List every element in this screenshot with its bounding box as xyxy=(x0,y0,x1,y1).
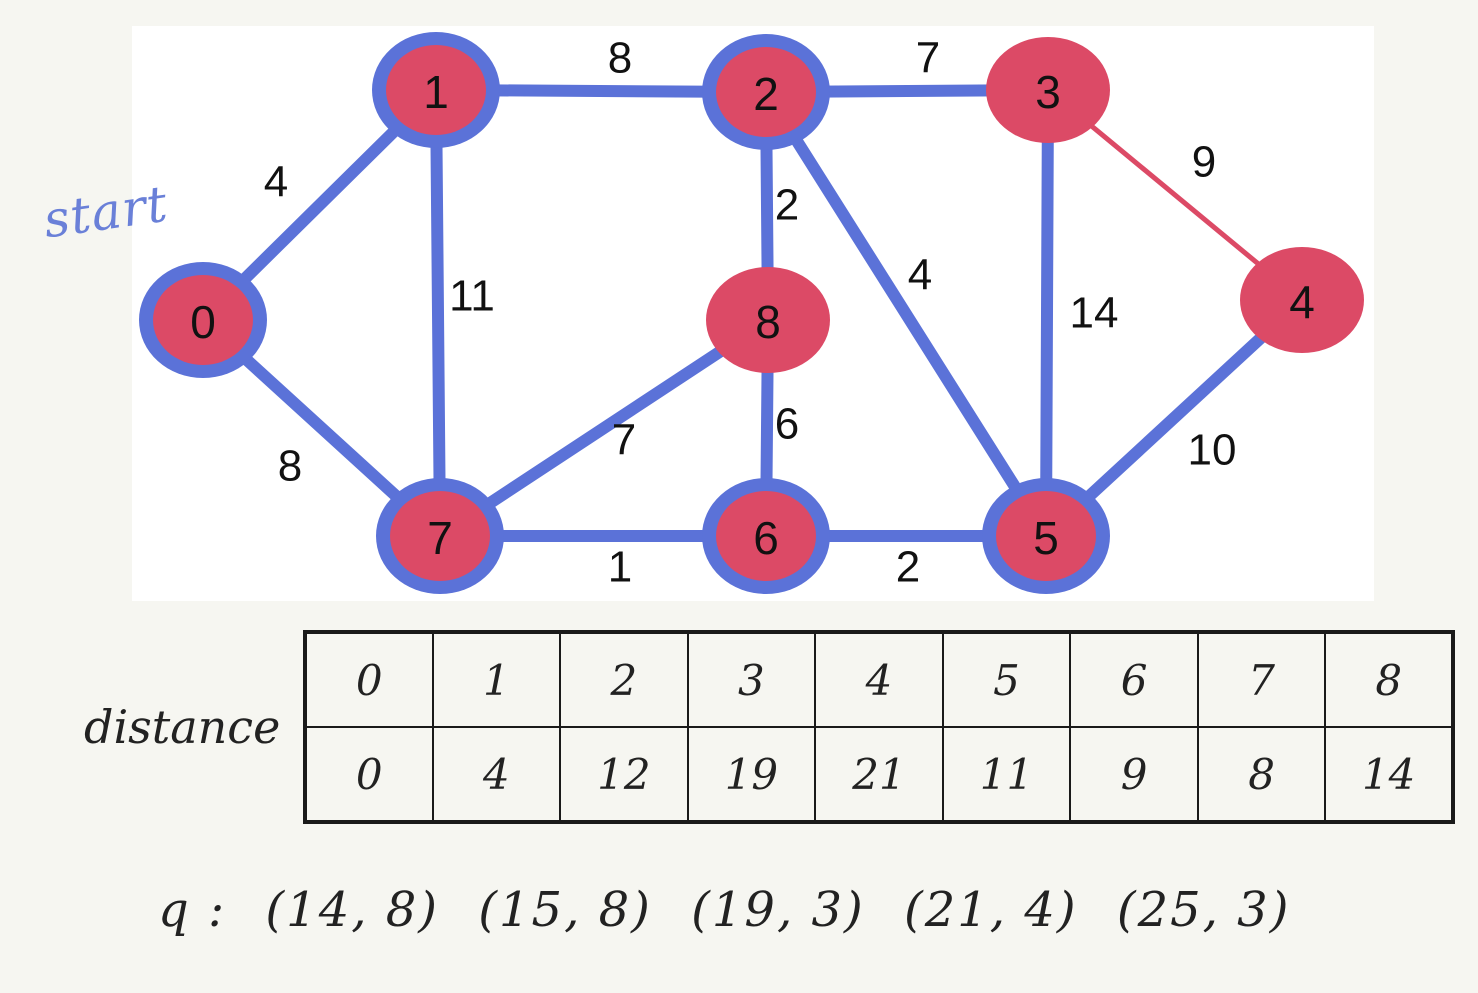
table-header-cell: 0 xyxy=(304,631,434,728)
queue-item: (15, 8) xyxy=(478,882,652,938)
table-header-cell: 5 xyxy=(941,631,1072,728)
table-value-row: 0 4 12 19 21 11 9 8 14 xyxy=(304,726,1454,823)
table-header-row: 0 1 2 3 4 5 6 7 8 xyxy=(304,631,1454,728)
distance-row-label: distance xyxy=(84,700,281,754)
edge-weight-n8-n6: 6 xyxy=(775,400,799,449)
edge-weight-n1-n7: 11 xyxy=(449,272,495,321)
nodes-layer: 0 1 2 3 4 5 6 7 8 xyxy=(139,32,1364,594)
distance-value-cell: 9 xyxy=(1069,726,1199,823)
distance-value-cell: 14 xyxy=(1324,726,1454,823)
table-header-cell: 6 xyxy=(1069,631,1199,728)
node-circle xyxy=(996,491,1096,581)
node-circle xyxy=(706,267,830,373)
node-label: 0 xyxy=(190,296,216,348)
queue-item: (19, 3) xyxy=(691,882,865,938)
edge-weight-n2-n5: 4 xyxy=(908,251,932,300)
node-label: 3 xyxy=(1035,66,1061,118)
edge-weight-n3-n4: 9 xyxy=(1192,138,1216,187)
node-circle xyxy=(716,47,816,137)
distance-value-cell: 4 xyxy=(431,726,562,823)
node-1: 1 xyxy=(372,32,500,148)
node-7: 7 xyxy=(376,478,504,594)
node-2: 2 xyxy=(702,34,830,150)
node-label: 6 xyxy=(753,512,779,564)
edge-highlight-n3-n5 xyxy=(1040,84,1054,542)
weights-layer: 4 8 8 11 7 2 4 9 14 10 7 6 1 2 xyxy=(264,34,1237,592)
node-5: 5 xyxy=(982,478,1110,594)
node-label: 7 xyxy=(427,512,453,564)
node-label: 4 xyxy=(1289,276,1315,328)
queue-item: (14, 8) xyxy=(265,882,440,938)
table-header-cell: 1 xyxy=(431,631,562,728)
node-4: 4 xyxy=(1240,247,1364,353)
graph-diagram: 0 1 2 3 4 5 6 7 8 4 8 8 11 7 2 4 9 14 10 7 6 1 2 xyxy=(132,26,1374,601)
edge-highlight-n1-n7 xyxy=(430,84,446,542)
distance-value-cell: 12 xyxy=(559,726,689,823)
node-label: 8 xyxy=(755,296,781,348)
table-header-cell: 7 xyxy=(1196,631,1327,728)
edge-weight-n3-n5: 14 xyxy=(1070,289,1119,338)
edge-highlight-n8-n7 xyxy=(434,314,774,542)
queue-label: q : xyxy=(158,882,227,938)
distance-value-cell: 0 xyxy=(304,726,434,823)
node-label: 5 xyxy=(1033,512,1059,564)
edge-weight-n6-n5: 2 xyxy=(896,543,920,592)
node-8: 8 xyxy=(706,267,830,373)
queue-item: (25, 3) xyxy=(1116,882,1291,938)
node-6: 6 xyxy=(702,478,830,594)
node-circle xyxy=(153,275,253,365)
node-circle xyxy=(386,45,486,135)
edge-highlight-n2-n5 xyxy=(760,86,1052,542)
edge-weight-n7-n6: 1 xyxy=(608,543,632,592)
table-header-cell: 2 xyxy=(559,631,689,728)
distance-value-cell: 11 xyxy=(941,726,1072,823)
distance-table: 0 1 2 3 4 5 6 7 8 0 4 12 19 21 11 9 8 14 xyxy=(303,630,1455,824)
node-label: 2 xyxy=(753,68,779,120)
distance-value-cell: 8 xyxy=(1196,726,1327,823)
edge-weight-n2-n8: 2 xyxy=(775,181,799,230)
edge-weight-n8-n7: 7 xyxy=(612,416,636,465)
edge-weight-n1-n2: 8 xyxy=(608,34,632,83)
node-circle xyxy=(716,491,816,581)
table-header-cell: 8 xyxy=(1324,631,1454,728)
node-3: 3 xyxy=(986,37,1110,143)
distance-value-cell: 19 xyxy=(686,726,817,823)
queue-item: (21, 4) xyxy=(904,882,1078,938)
edge-weight-n0-n1: 4 xyxy=(264,158,288,207)
graph-panel: 0 1 2 3 4 5 6 7 8 4 8 8 11 7 2 4 9 14 10 7 6 1 2 xyxy=(132,26,1374,601)
distance-value-cell: 21 xyxy=(814,726,944,823)
node-circle xyxy=(1240,247,1364,353)
edge-weight-n4-n5: 10 xyxy=(1188,426,1237,475)
node-circle xyxy=(390,491,490,581)
table-header-cell: 3 xyxy=(686,631,817,728)
node-circle xyxy=(986,37,1110,143)
edge-weight-n0-n7: 8 xyxy=(278,442,302,491)
node-0: 0 xyxy=(139,262,267,378)
table-header-cell: 4 xyxy=(814,631,944,728)
priority-queue: q : (14, 8) (15, 8) (19, 3) (21, 4) (25,… xyxy=(158,882,1312,938)
node-label: 1 xyxy=(423,66,449,118)
edge-weight-n2-n3: 7 xyxy=(916,34,940,83)
